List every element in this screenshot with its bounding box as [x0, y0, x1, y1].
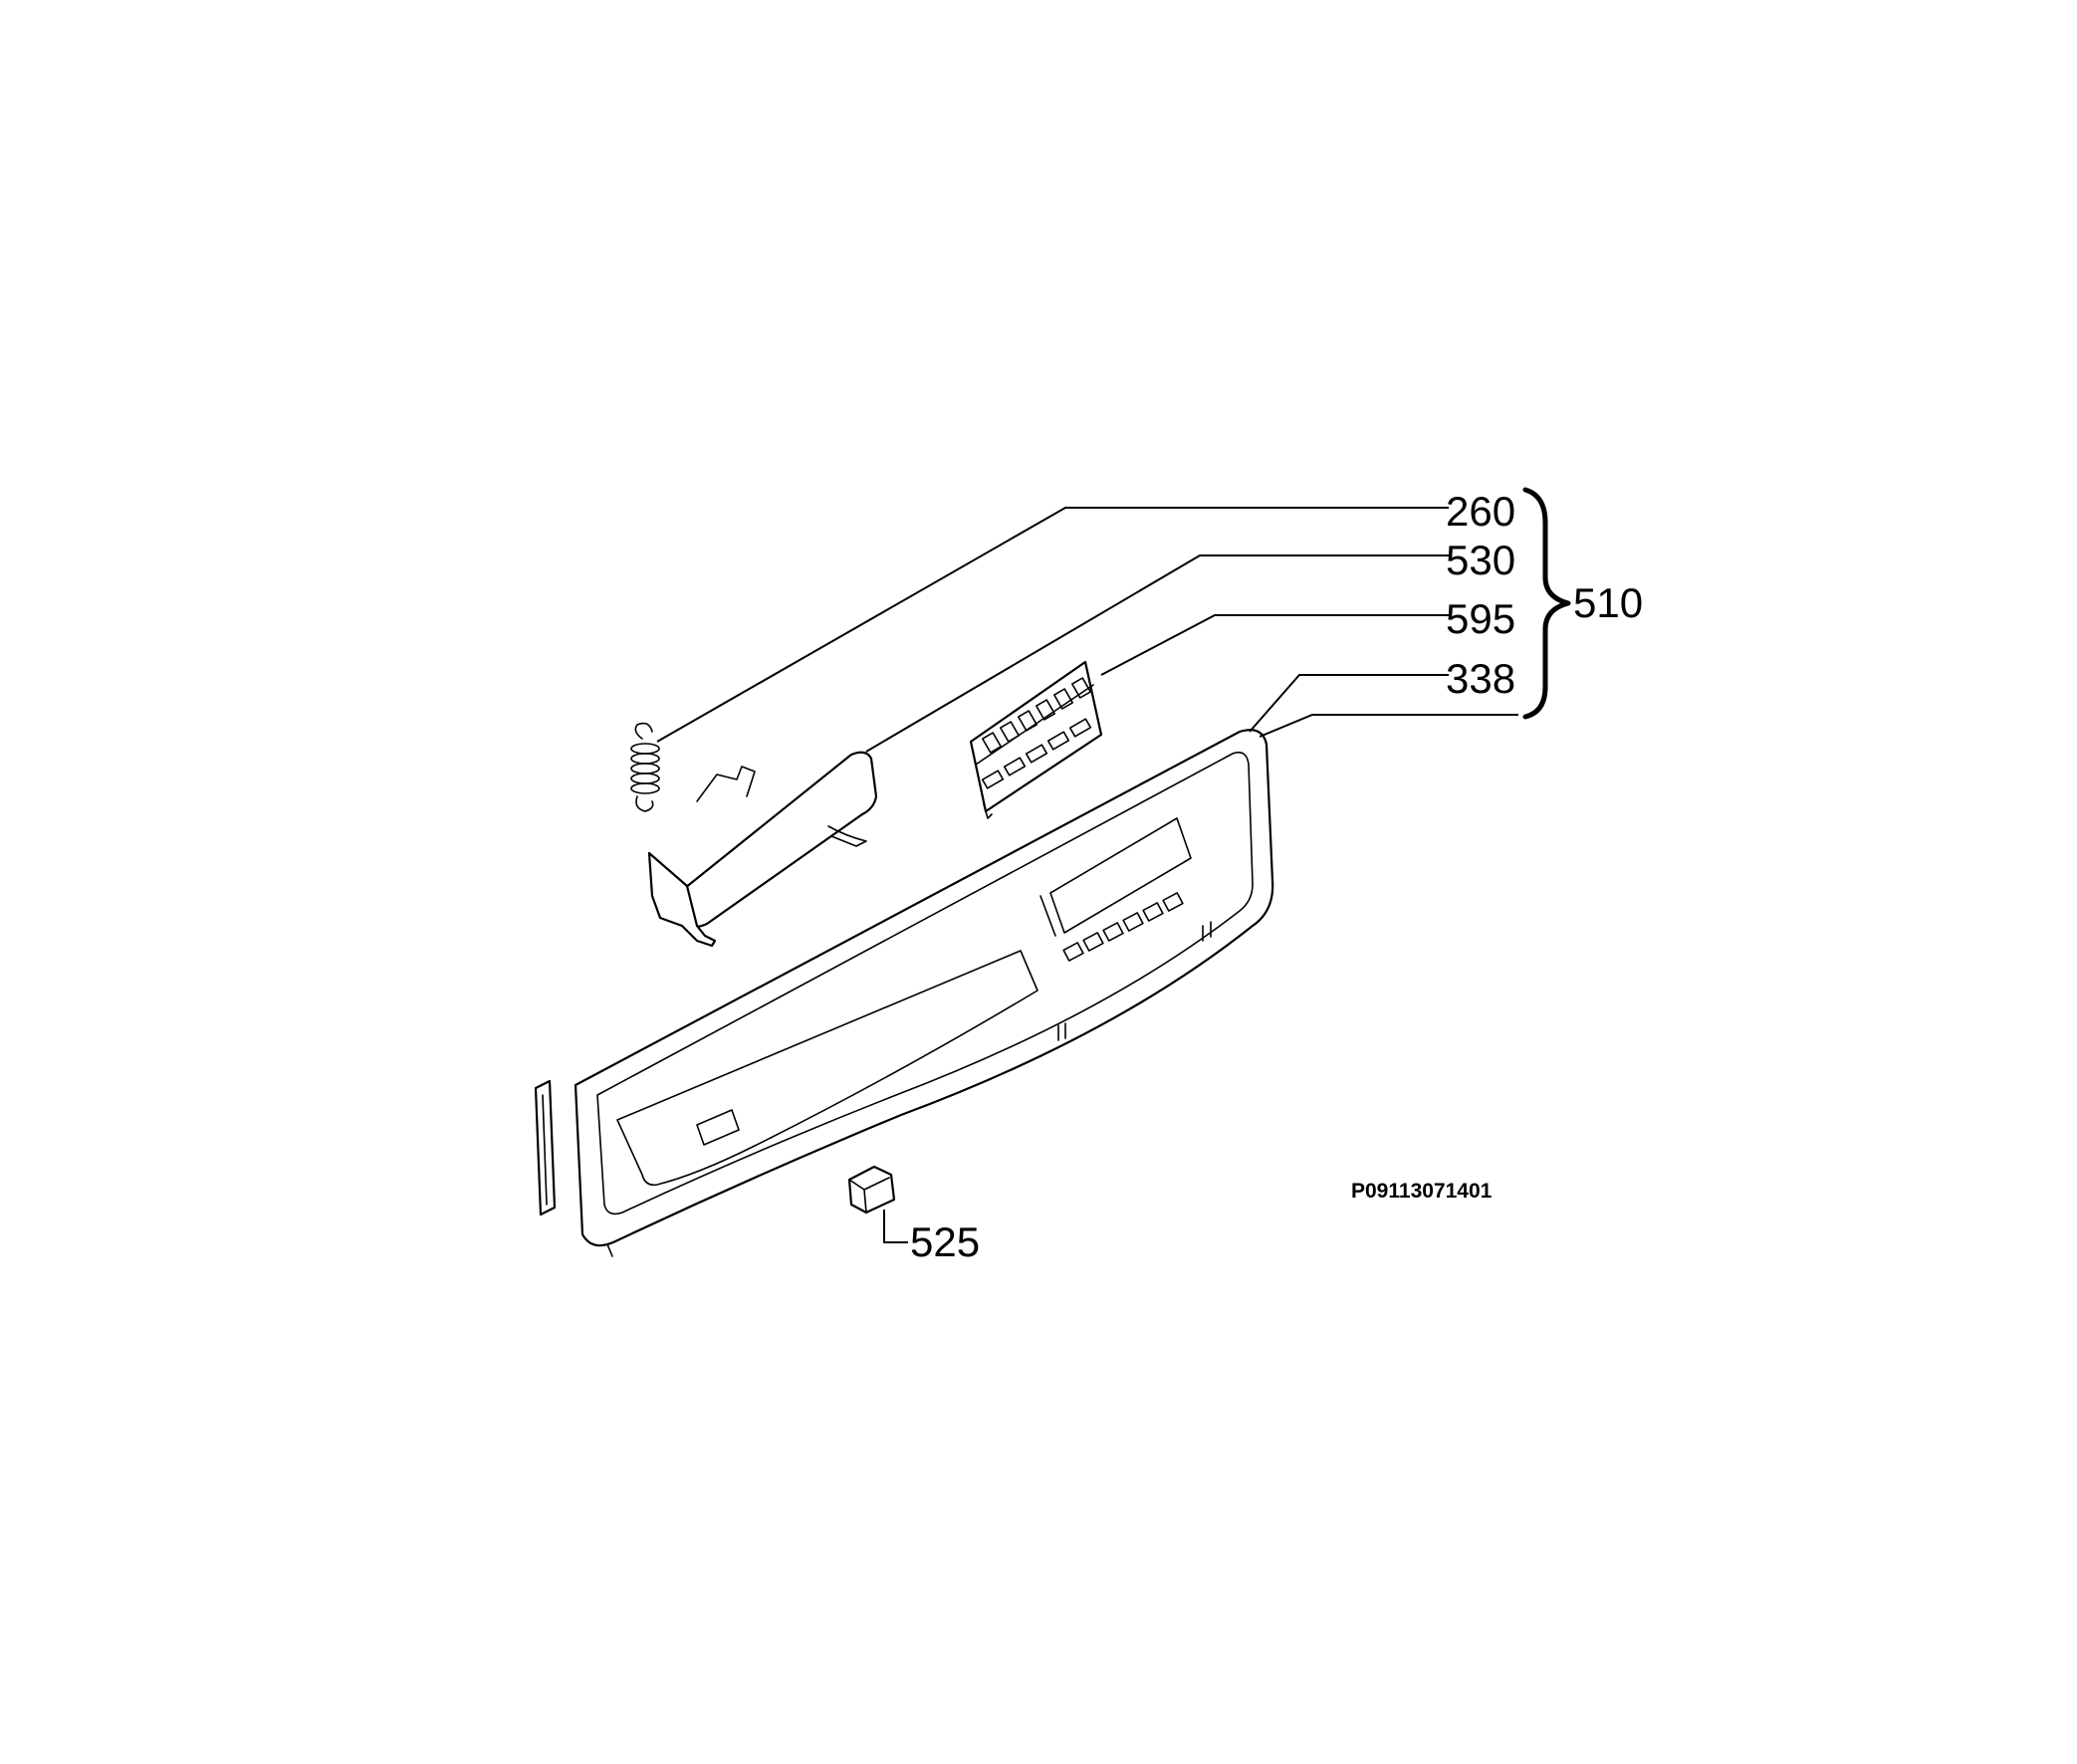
spring-icon — [630, 722, 660, 812]
drawing-code: P09113071401 — [1351, 1180, 1493, 1203]
part-label-338: 338 — [1446, 655, 1515, 702]
circuit-board-icon — [969, 660, 1103, 819]
handle-icon — [647, 751, 878, 948]
control-panel-icon — [534, 729, 1274, 1257]
panel-buttons — [1062, 892, 1184, 962]
part-label-595: 595 — [1446, 595, 1515, 642]
leader-lines — [656, 507, 1518, 1243]
group-brace-icon — [1522, 487, 1571, 720]
button-cap-icon — [847, 1165, 896, 1214]
part-label-525: 525 — [910, 1218, 980, 1265]
group-label-510: 510 — [1573, 579, 1643, 626]
part-label-260: 260 — [1446, 488, 1515, 535]
part-label-530: 530 — [1446, 537, 1515, 583]
